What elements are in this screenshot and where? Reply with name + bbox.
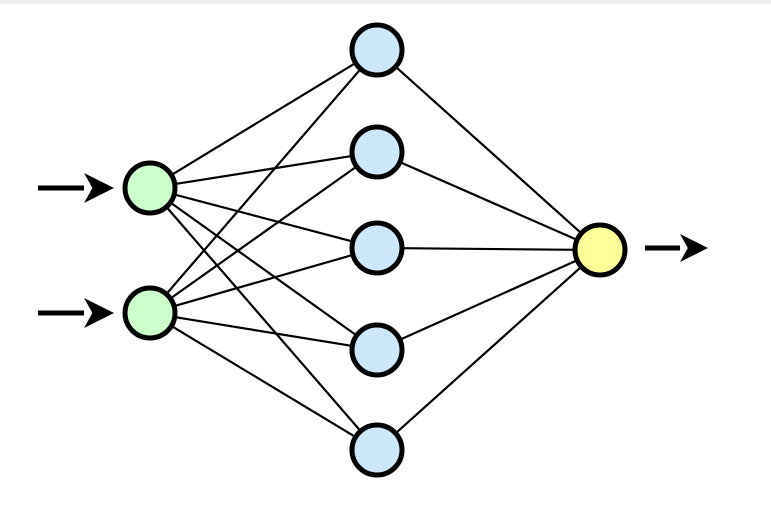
hidden-layer: [349, 22, 405, 478]
edge-h1-o1: [393, 64, 584, 236]
input-arrow-1: [38, 173, 114, 203]
input-node-2: [122, 285, 178, 341]
output-arrow-1: [645, 234, 708, 262]
edge-i1-h4: [168, 200, 359, 338]
output-arrow-1-head: [680, 234, 708, 262]
edges-group: [164, 61, 584, 439]
hidden-node-5: [349, 422, 405, 478]
hidden-node-1: [349, 22, 405, 78]
input-layer: [122, 160, 178, 341]
edge-h3-o1: [399, 247, 578, 251]
input-arrow-1-head: [84, 173, 114, 203]
edge-i1-h3: [171, 192, 356, 244]
edge-i1-h2: [172, 154, 355, 186]
edge-i1-h1: [168, 61, 359, 177]
edge-i2-h5: [169, 324, 358, 439]
output-node-1: [572, 222, 628, 278]
hidden-node-2: [349, 124, 405, 180]
edge-h4-o1: [397, 258, 580, 342]
input-arrow-2: [38, 298, 114, 328]
edge-i2-h4: [172, 315, 355, 348]
io-arrows-group: [38, 173, 708, 328]
edge-h2-o1: [397, 160, 580, 242]
input-arrow-2-head: [84, 298, 114, 328]
output-layer: [572, 222, 628, 278]
nodes-group: [122, 22, 628, 478]
hidden-node-3: [349, 220, 405, 276]
edge-i2-h3: [171, 253, 356, 308]
hidden-node-4: [349, 322, 405, 378]
input-node-1: [122, 160, 178, 216]
edge-i1-h5: [164, 204, 363, 434]
edge-i2-h2: [168, 164, 359, 301]
edge-h5-o1: [393, 264, 584, 436]
edge-i2-h1: [164, 66, 363, 297]
